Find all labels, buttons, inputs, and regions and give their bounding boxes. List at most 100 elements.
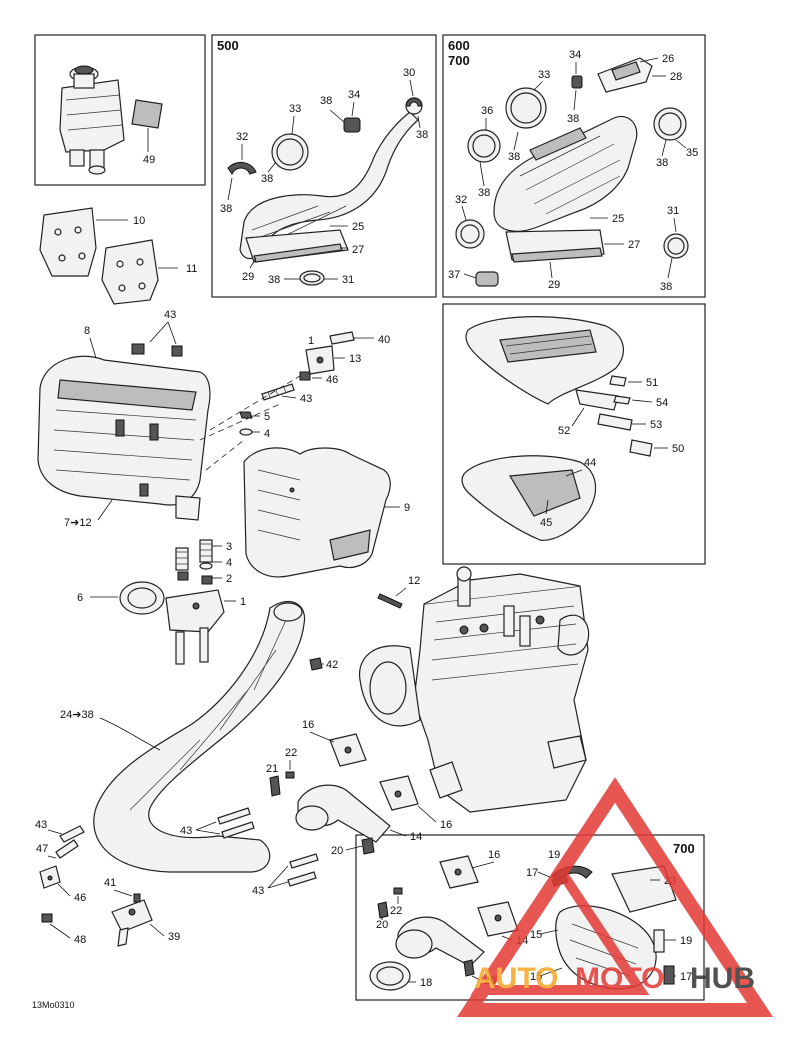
label-500-38c: 38: [261, 173, 273, 185]
label-r44: 44: [584, 457, 596, 469]
label-r53: 53: [650, 419, 662, 431]
label-600-38e: 38: [660, 281, 672, 293]
label-49: 49: [143, 154, 155, 166]
ring-33-500: [271, 133, 309, 171]
label-700-17b: 17: [680, 971, 692, 983]
label-m3: 3: [226, 541, 232, 553]
ring-31-600: [663, 233, 689, 259]
spring-34-600: [571, 75, 583, 89]
label-500-38d: 38: [220, 203, 232, 215]
label-m4b: 4: [226, 557, 232, 569]
label-m8: 8: [84, 325, 90, 337]
silencer-9: [243, 447, 391, 578]
bracket-13: [305, 331, 355, 375]
bolt-20-700: [377, 901, 475, 977]
label-10: 10: [133, 215, 145, 227]
label-600-37: 37: [448, 269, 460, 281]
label-700-15b: 15: [530, 971, 542, 983]
watermark-logo: AUTO MOTO HUB: [457, 777, 773, 1017]
label-500-31: 31: [342, 274, 354, 286]
box-600-title: 600: [448, 38, 470, 53]
label-600-36: 36: [481, 105, 493, 117]
label-m7-12: 7➔12: [64, 517, 92, 529]
pipe-600-lower: [505, 229, 605, 263]
label-l21: 21: [266, 763, 278, 775]
ring-33-600: [505, 87, 547, 129]
spring-43-top: [131, 343, 183, 357]
label-l43c: 43: [252, 885, 264, 897]
label-500-27: 27: [352, 244, 364, 256]
label-500-38e: 38: [268, 274, 280, 286]
label-700-19a: 19: [548, 849, 560, 861]
oil-reservoir: [59, 65, 125, 175]
label-m2: 2: [226, 573, 232, 585]
label-r51: 51: [646, 377, 658, 389]
muffler-8: [37, 355, 211, 521]
label-700-15a: 15: [530, 929, 542, 941]
ring-36-600: [467, 129, 501, 163]
washer-4b: [199, 562, 213, 570]
label-m6: 6: [77, 592, 83, 604]
nut-2: [177, 571, 213, 585]
label-600-25: 25: [612, 213, 624, 225]
manifold-700: [395, 855, 519, 967]
label-600-34: 34: [569, 49, 581, 61]
washer-22: [285, 771, 295, 779]
label-m13: 13: [349, 353, 361, 365]
label-600-31: 31: [667, 205, 679, 217]
label-700-18: 18: [420, 977, 432, 989]
label-700-16: 16: [488, 849, 500, 861]
label-700-20a: 20: [376, 919, 388, 931]
label-m5: 5: [264, 411, 270, 423]
flange-1: [165, 589, 225, 665]
label-r54: 54: [656, 397, 668, 409]
box-500: [211, 34, 437, 298]
label-600-26: 26: [662, 53, 674, 65]
ring-30-500: [405, 97, 423, 115]
label-l46: 46: [74, 892, 86, 904]
label-500-32: 32: [236, 131, 248, 143]
label-600-38c: 38: [478, 187, 490, 199]
label-m1a: 1: [308, 335, 314, 347]
label-m46: 46: [326, 374, 338, 386]
label-600-38a: 38: [567, 113, 579, 125]
label-700-19b: 19: [680, 935, 692, 947]
gasket-6: [119, 581, 165, 615]
manifold: [295, 733, 419, 843]
label-500-33: 33: [289, 103, 301, 115]
ring-35-600: [653, 107, 687, 141]
label-500-38b: 38: [416, 129, 428, 141]
spring-34-500: [343, 117, 361, 133]
label-l16b: 16: [440, 819, 452, 831]
bolt-20: [361, 837, 375, 855]
bolt-12: [377, 593, 403, 609]
pipe-500-lower: [245, 229, 349, 263]
label-l24-38: 24➔38: [60, 709, 94, 721]
washer-4a: [239, 428, 253, 436]
label-500-29: 29: [242, 271, 254, 283]
box-600-700: [442, 34, 706, 298]
rear-cover: [465, 316, 624, 405]
align-line-a: [209, 375, 301, 431]
label-600-27: 27: [628, 239, 640, 251]
gasket-11: [101, 239, 159, 305]
label-l48: 48: [74, 934, 86, 946]
label-l41: 41: [104, 877, 116, 889]
spring-43-lower-b: [287, 853, 319, 887]
label-l43a: 43: [35, 819, 47, 831]
box-reservoir: [34, 34, 206, 186]
watermark-peak-icon: [470, 860, 650, 995]
label-m1b: 1: [240, 596, 246, 608]
bracket-39: [111, 893, 153, 947]
grommet-37: [475, 271, 499, 287]
label-600-33: 33: [538, 69, 550, 81]
box-700-bottom-title: 700: [673, 841, 695, 856]
pad-50: [629, 439, 653, 457]
spring-3: [175, 539, 213, 571]
spring-43-mid: [261, 383, 295, 401]
label-m12: 12: [408, 575, 420, 587]
label-11: 11: [186, 263, 197, 275]
label-500-25: 25: [352, 221, 364, 233]
washer-22-700: [393, 887, 403, 895]
box-500-title: 500: [217, 38, 239, 53]
